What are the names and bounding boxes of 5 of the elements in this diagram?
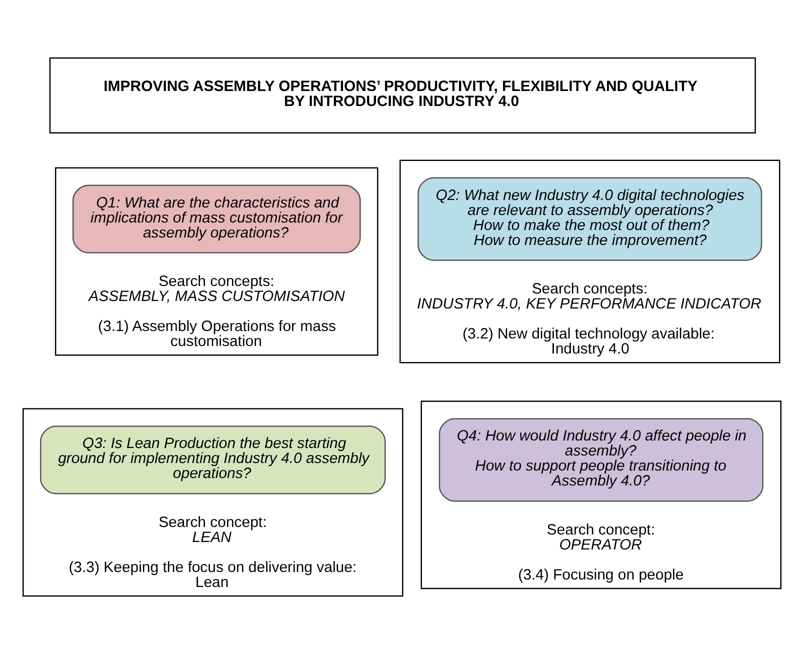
node-box: Q1: What are the characteristics and implications of mass customisation for assembly operations? [72, 184, 361, 253]
node-box: Q3: Is Lean Production the best starting ground for implementing Industry 4.0 assembly operations? [40, 425, 386, 494]
node-box: IMPROVING ASSEMBLY OPERATIONS’ PRODUCTIVITY, FLEXIBILITY AND QUALITY BY INTRODUCING INDUSTRY 4.0 [49, 56, 756, 134]
node-box: Q4: How would Industry 4.0 affect people in assembly? How to support people transitioning to Assembly 4.0? [438, 418, 764, 502]
node-box: Q2: What new Industry 4.0 digital technologies are relevant to assembly operations? How to make the most out of them? How to measure the improvement? [418, 176, 762, 260]
